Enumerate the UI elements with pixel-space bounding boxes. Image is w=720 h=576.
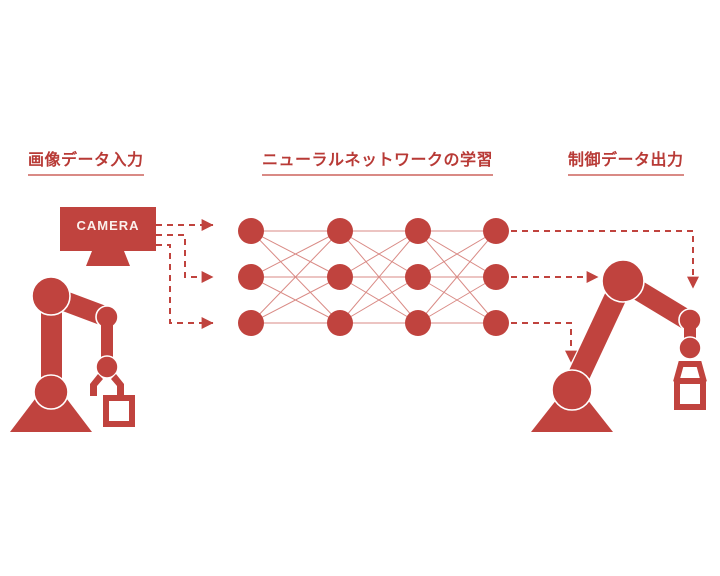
camera-screen [60,207,156,251]
input-flow-group [156,219,214,329]
network-edge [417,276,497,324]
network-edge [250,276,341,324]
network-node-l4-n2 [483,264,509,290]
output-robot-arm [531,259,707,432]
output-flow-arrow-3 [511,322,577,363]
network-node-l4-n1 [483,218,509,244]
section-label-image-data-input: 画像データ入力 [28,146,144,176]
left-robot-gripper-finger-left [90,374,103,396]
network-node-l1-n3 [238,310,264,336]
camera-display [60,207,156,266]
input-flow-arrow-2 [156,234,214,283]
network-edge [417,230,497,324]
right-robot-gripper-clamp [673,361,707,383]
left-robot-square-part [103,395,135,427]
left-robot-forearm [101,320,113,360]
section-label-neural-network-learning: ニューラルネットワークの学習 [262,146,494,176]
network-nodes [238,218,509,336]
section-label-network-text: ニューラルネットワークの学習 [262,150,494,169]
network-edge [250,230,341,278]
section-label-network-underline [262,174,494,176]
network-node-l1-n2 [238,264,264,290]
input-robot-arm [10,276,135,432]
network-edge [250,230,341,324]
network-edge [339,230,419,278]
left-robot-shoulder-joint [31,276,71,316]
right-robot-base-joint [551,369,593,411]
section-label-input-underline [28,174,144,176]
left-robot-column [41,300,62,385]
section-label-control-data-output: 制御データ出力 [568,146,684,176]
camera-stand [86,251,130,266]
section-label-input-text: 画像データ入力 [28,150,144,169]
network-node-l2-n1 [327,218,353,244]
network-node-l4-n3 [483,310,509,336]
right-robot-wrist-joint [678,336,702,360]
network-node-l3-n2 [405,264,431,290]
output-flow-arrow-1 [511,230,699,289]
network-edge [339,230,419,324]
left-robot-base-joint [33,374,69,410]
network-node-l2-n2 [327,264,353,290]
left-robot-wrist-joint [95,355,119,379]
right-robot-square-part [674,378,706,410]
left-robot-gripper-finger-right [111,374,124,396]
network-edges [250,230,497,324]
network-node-l3-n1 [405,218,431,244]
output-flow-group [511,230,699,363]
network-node-l2-n3 [327,310,353,336]
network-node-l3-n3 [405,310,431,336]
network-edge [417,230,497,278]
network-edge [339,276,419,324]
section-label-output-text: 制御データ出力 [568,150,684,169]
camera-label: CAMERA [76,218,140,233]
network-node-l1-n1 [238,218,264,244]
input-flow-arrow-3 [156,244,214,329]
right-robot-shoulder-joint [601,259,645,303]
section-label-output-underline [568,174,684,176]
